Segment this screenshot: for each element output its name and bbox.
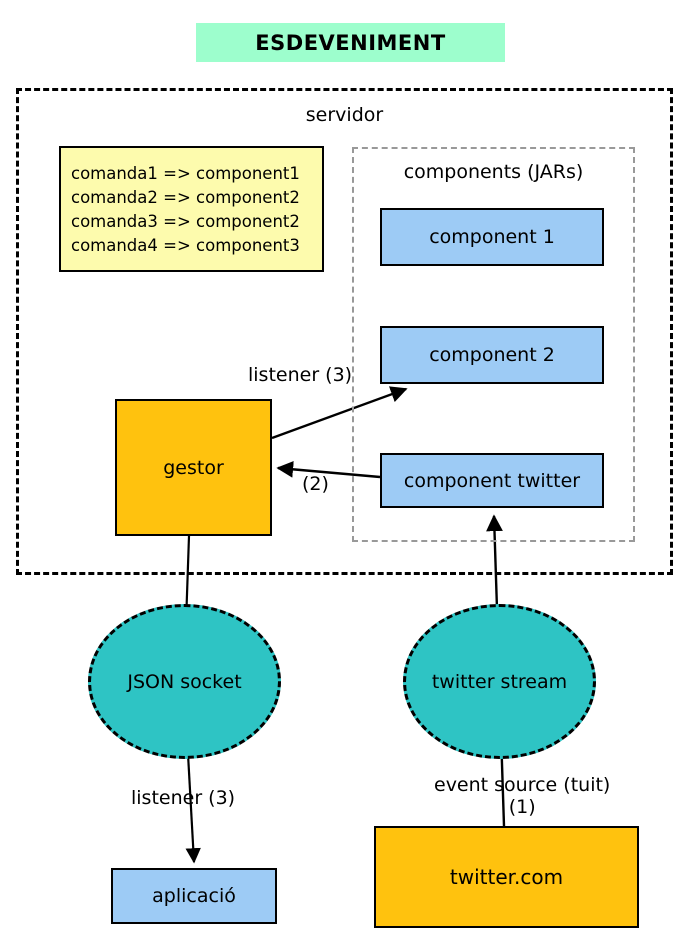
node-aplicacio[interactable]: aplicació — [111, 868, 277, 924]
command-mapping-box: comanda1 => component1 comanda2 => compo… — [59, 146, 324, 272]
edge-component-twitter-to-gestor — [276, 460, 381, 479]
command-map-row: comanda2 => component2 — [71, 188, 300, 207]
page-title: ESDEVENIMENT — [196, 23, 505, 62]
node-component-twitter[interactable]: component twitter — [380, 453, 604, 508]
node-json-socket[interactable]: JSON socket — [88, 604, 281, 759]
node-twitter-com[interactable]: twitter.com — [374, 826, 639, 928]
edge-label-listener-bottom: listener (3) — [131, 787, 236, 809]
command-map-row: comanda4 => component3 — [71, 236, 300, 255]
edge-label-event-source: event source (tuit) (1) — [434, 774, 610, 818]
node-component-2[interactable]: component 2 — [380, 326, 604, 384]
node-component-1[interactable]: component 1 — [380, 208, 604, 266]
server-label: servidor — [305, 104, 384, 126]
server-container — [16, 88, 673, 575]
edge-label-listener-top: listener (3) — [248, 364, 353, 386]
edge-label-step-2: (2) — [302, 473, 329, 495]
command-map-row: comanda1 => component1 — [71, 164, 300, 183]
components-group-container — [352, 147, 635, 542]
components-group-label: components (JARs) — [403, 161, 584, 183]
edge-gestor-to-component2 — [271, 386, 408, 440]
command-map-row: comanda3 => component2 — [71, 212, 300, 231]
node-gestor[interactable]: gestor — [115, 399, 272, 536]
node-twitter-stream[interactable]: twitter stream — [403, 604, 596, 759]
edge-label-event-source-line2: (1) — [508, 796, 536, 818]
edge-label-event-source-line1: event source (tuit) — [434, 774, 611, 796]
